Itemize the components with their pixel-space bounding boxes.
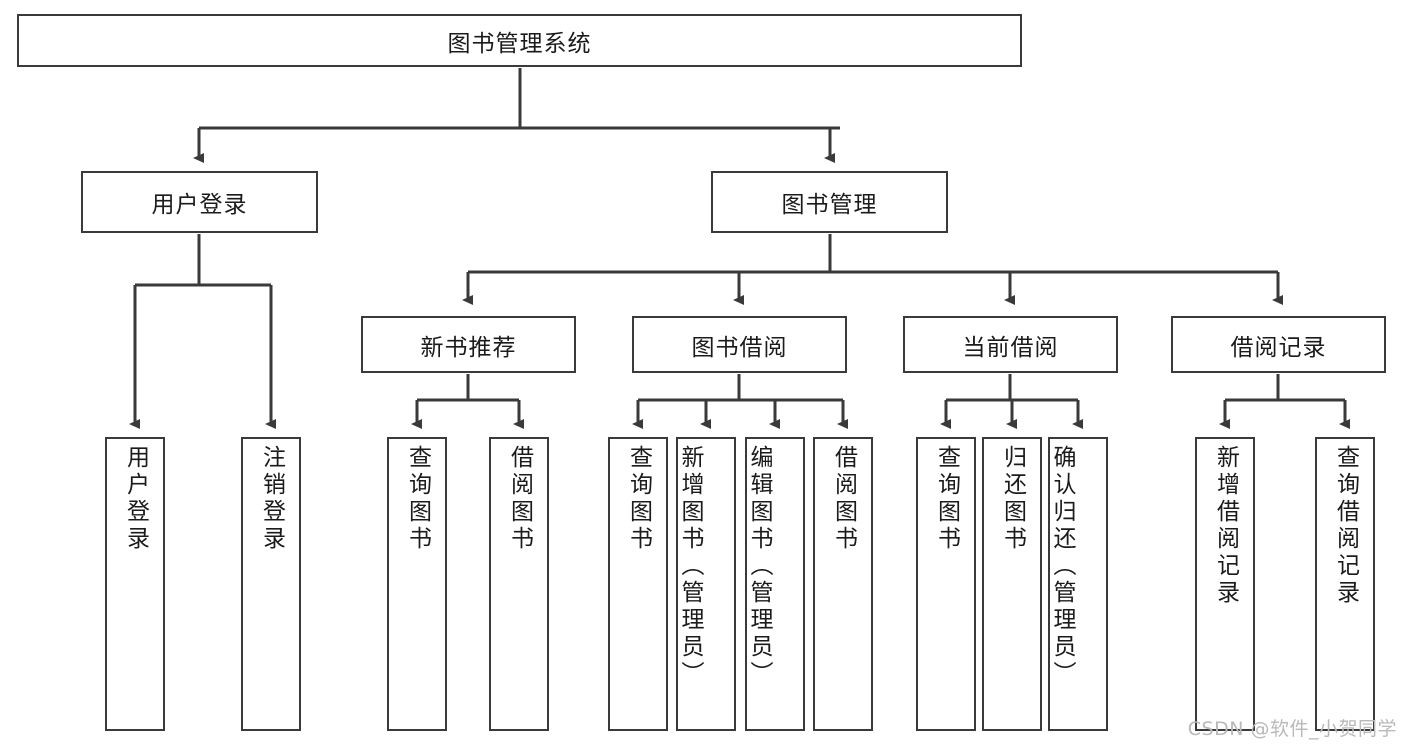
leaf-user-login-logout[interactable]: 注销登录 — [241, 437, 301, 731]
leaf-book-borrow-borrow-book[interactable]: 借阅图书 — [813, 437, 873, 731]
node-label: 借阅图书 — [506, 445, 533, 553]
csdn-watermark: CSDN @软件_小贺同学 — [1187, 718, 1397, 740]
node-label: 新增图书（管理员） — [677, 445, 703, 688]
node-label: 用户登录 — [151, 192, 248, 218]
node-label: 图书借阅 — [691, 334, 788, 361]
node-label: 新增借阅记录 — [1212, 445, 1239, 607]
leaf-current-borrow-confirm-return-admin[interactable]: 确认归还（管理员） — [1048, 437, 1108, 731]
leaf-user-login-login[interactable]: 用户登录 — [105, 437, 165, 731]
node-current-borrow[interactable]: 当前借阅 — [903, 316, 1118, 373]
leaf-current-borrow-query-book[interactable]: 查询图书 — [916, 437, 976, 731]
leaf-borrow-record-query-record[interactable]: 查询借阅记录 — [1315, 437, 1375, 731]
leaf-borrow-record-add-record[interactable]: 新增借阅记录 — [1195, 437, 1255, 731]
node-label: 用户登录 — [122, 445, 149, 553]
leaf-book-borrow-add-book-admin[interactable]: 新增图书（管理员） — [676, 437, 736, 731]
leaf-book-borrow-edit-book-admin[interactable]: 编辑图书（管理员） — [745, 437, 805, 731]
leaf-new-book-query-book[interactable]: 查询图书 — [387, 437, 447, 731]
leaf-book-borrow-query-book[interactable]: 查询图书 — [608, 437, 668, 731]
node-label: 借阅记录 — [1230, 334, 1327, 361]
node-label: 图书管理 — [781, 192, 878, 218]
node-label: 图书管理系统 — [447, 30, 592, 57]
node-book-management[interactable]: 图书管理 — [711, 171, 948, 233]
node-user-login[interactable]: 用户登录 — [81, 171, 318, 233]
leaf-new-book-borrow-book[interactable]: 借阅图书 — [489, 437, 549, 731]
node-label: 查询图书 — [625, 445, 652, 553]
node-label: 当前借阅 — [962, 334, 1059, 361]
node-label: 编辑图书（管理员） — [746, 445, 772, 688]
node-label: 查询图书 — [933, 445, 960, 553]
node-label: 新书推荐 — [420, 334, 517, 361]
node-label: 查询图书 — [404, 445, 431, 553]
node-label: 借阅图书 — [830, 445, 857, 553]
node-label: 注销登录 — [258, 445, 285, 553]
node-borrow-record[interactable]: 借阅记录 — [1171, 316, 1386, 373]
node-label: 归还图书 — [999, 445, 1026, 553]
node-new-book-recommend[interactable]: 新书推荐 — [361, 316, 576, 373]
leaf-current-borrow-return-book[interactable]: 归还图书 — [982, 437, 1042, 731]
node-label: 查询借阅记录 — [1332, 445, 1359, 607]
node-book-borrow[interactable]: 图书借阅 — [632, 316, 847, 373]
node-label: 确认归还（管理员） — [1049, 445, 1075, 688]
node-root-book-management-system[interactable]: 图书管理系统 — [17, 14, 1022, 67]
